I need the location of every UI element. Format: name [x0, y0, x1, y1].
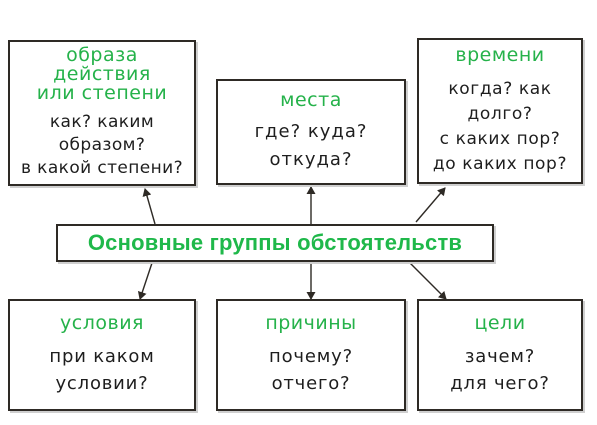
- heading-manner-line-1: образа: [66, 44, 138, 66]
- question-manner-3: в какой степени?: [20, 158, 184, 178]
- arrow-to-time: [415, 187, 446, 223]
- box-time: времени когда? как долго? с каких пор? д…: [417, 38, 583, 184]
- center-title: Основные группы обстоятельств: [56, 224, 494, 262]
- question-purpose-2: для чего?: [450, 372, 550, 394]
- heading-purpose: цели: [474, 311, 526, 334]
- box-place: места где? куда? откуда?: [216, 79, 406, 185]
- box-manner: образа действия или степени как? каким о…: [8, 40, 196, 186]
- heading-manner-line-3: или степени: [36, 82, 168, 104]
- question-time-3: до каких пор?: [432, 153, 568, 174]
- question-condition-1: при каком: [49, 345, 155, 367]
- heading-condition: условия: [60, 311, 144, 334]
- box-cause: причины почему? отчего?: [216, 299, 406, 411]
- question-time-2: с каких пор?: [439, 128, 561, 149]
- question-manner-1: как? каким: [49, 112, 155, 132]
- heading-manner-line-2: действия: [53, 63, 151, 85]
- heading-time: времени: [455, 43, 545, 66]
- arrow-to-manner: [142, 188, 156, 225]
- heading-cause: причины: [265, 311, 357, 334]
- question-place-1: где? куда?: [254, 120, 368, 142]
- question-cause-1: почему?: [269, 345, 353, 367]
- heading-place: места: [280, 88, 342, 111]
- question-place-2: откуда?: [269, 148, 353, 170]
- box-purpose: цели зачем? для чего?: [417, 299, 583, 411]
- question-purpose-1: зачем?: [464, 345, 536, 367]
- arrow-to-condition: [137, 262, 153, 300]
- question-condition-2: условии?: [55, 372, 149, 394]
- question-manner-2: образом?: [58, 135, 146, 155]
- question-cause-2: отчего?: [271, 372, 351, 394]
- box-condition: условия при каком условии?: [8, 299, 196, 411]
- arrow-to-purpose: [409, 262, 447, 300]
- question-time-1: когда? как долго?: [448, 78, 552, 124]
